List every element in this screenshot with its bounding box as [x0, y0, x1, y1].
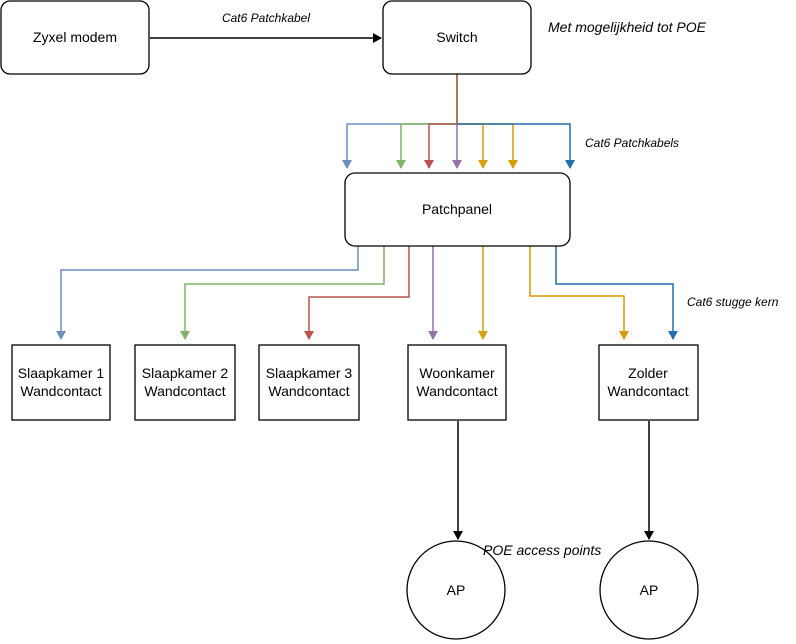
ap-woonkamer-label: AP — [447, 582, 466, 598]
edge-switch-patch-3 — [424, 123, 457, 169]
slaapkamer2-line2: Wandcontact — [144, 383, 225, 399]
node-patchpanel: Patchpanel — [344, 172, 571, 247]
edge-patch-slaapkamer1 — [56, 246, 359, 340]
label-poe-access-points: POE access points — [483, 542, 601, 558]
slaapkamer1-line1: Slaapkamer 1 — [18, 365, 105, 381]
label-poe-note: Met mogelijkheid tot POE — [548, 19, 707, 35]
modem-label: Zyxel modem — [33, 29, 117, 45]
node-ap-zolder: AP — [599, 540, 699, 640]
woonkamer-line1: Woonkamer — [419, 365, 495, 381]
edge-switch-patch-5 — [457, 123, 488, 169]
zolder-line2: Wandcontact — [607, 383, 688, 399]
edge-patch-slaapkamer3 — [304, 246, 410, 340]
slaapkamer1-line2: Wandcontact — [20, 383, 101, 399]
node-zolder: Zolder Wandcontact — [598, 344, 699, 421]
ap-zolder-label: AP — [640, 582, 659, 598]
edge-patch-zolder-2 — [555, 246, 678, 340]
slaapkamer3-line2: Wandcontact — [268, 383, 349, 399]
woonkamer-line2: Wandcontact — [416, 383, 497, 399]
node-slaapkamer1: Slaapkamer 1 Wandcontact — [11, 344, 111, 421]
slaapkamer2-line1: Slaapkamer 2 — [142, 365, 229, 381]
zolder-line1: Zolder — [628, 365, 668, 381]
edge-switch-patch-1 — [342, 123, 457, 169]
label-cat6-stugge-kern: Cat6 stugge kern — [687, 295, 779, 309]
patchpanel-label: Patchpanel — [422, 201, 492, 217]
edge-patch-zolder-1 — [529, 246, 629, 340]
edge-switch-patch-6 — [457, 123, 518, 169]
edge-switch-patch-7 — [457, 123, 575, 169]
label-cat6-patchkabels: Cat6 Patchkabels — [585, 136, 679, 150]
node-ap-woonkamer: AP — [406, 540, 506, 640]
edge-patch-slaapkamer2 — [180, 246, 385, 340]
slaapkamer3-line1: Slaapkamer 3 — [266, 365, 353, 381]
node-modem: Zyxel modem — [0, 0, 150, 75]
node-slaapkamer2: Slaapkamer 2 Wandcontact — [134, 344, 236, 421]
label-cat6-patchkabel: Cat6 Patchkabel — [222, 11, 310, 25]
node-woonkamer: Woonkamer Wandcontact — [407, 344, 507, 421]
node-slaapkamer3: Slaapkamer 3 Wandcontact — [258, 344, 360, 421]
node-switch: Switch — [382, 0, 532, 75]
switch-label: Switch — [436, 29, 477, 45]
